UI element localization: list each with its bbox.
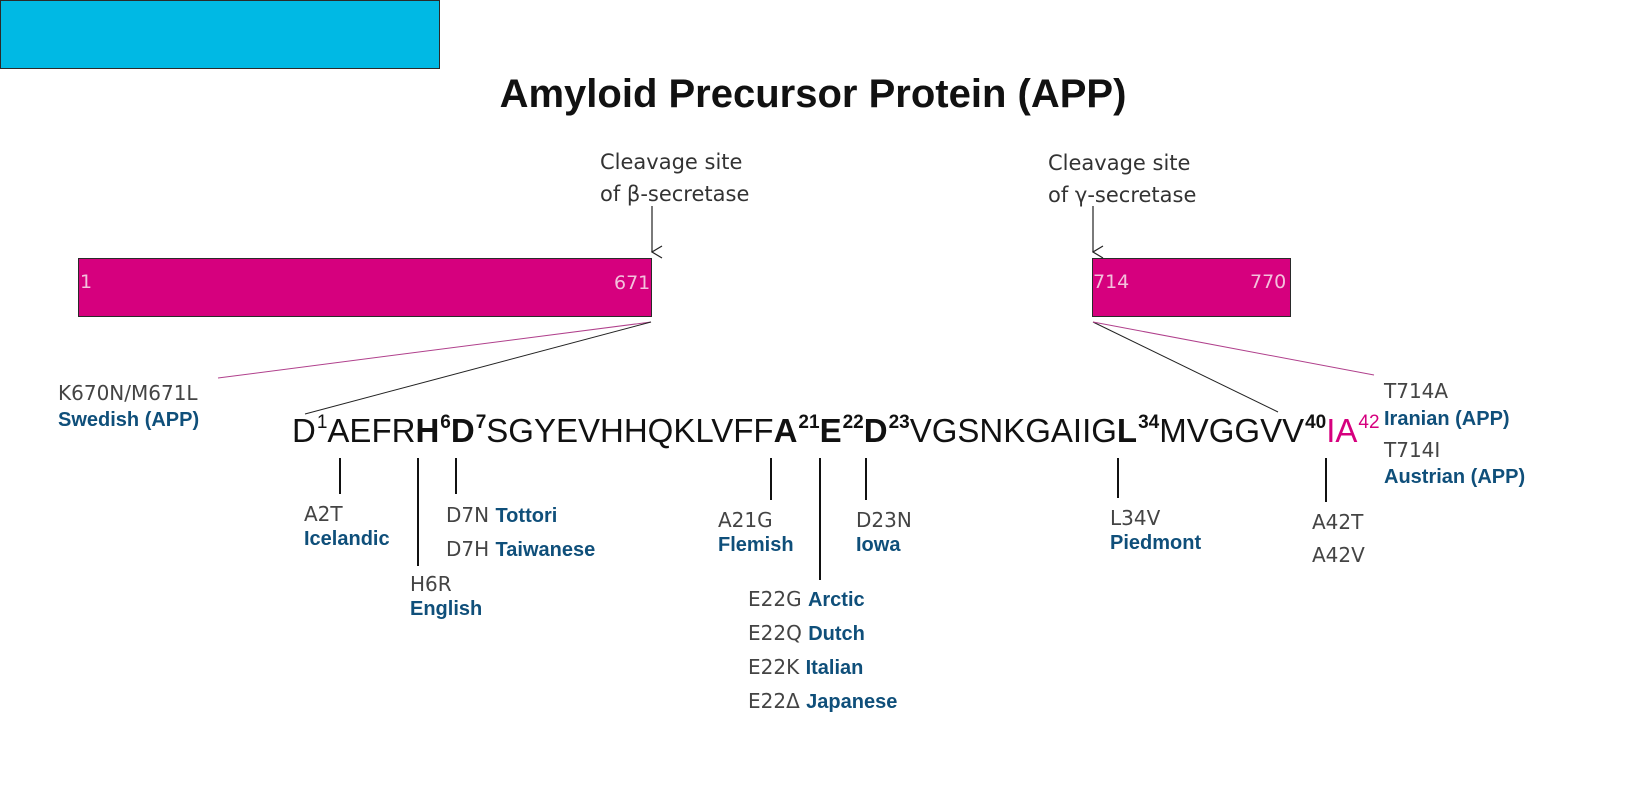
- residue-l34: L: [1116, 412, 1138, 449]
- residue-number-40: 40: [1305, 412, 1327, 433]
- mutation-code: E22Q: [748, 621, 802, 645]
- abeta-start-pointer-line: [304, 321, 652, 415]
- gamma-cleavage-label: Cleavage site of γ-secretase: [1048, 147, 1196, 211]
- mutation-name: Flemish: [718, 534, 794, 556]
- swedish-mutation: K670N/M671L Swedish (APP): [58, 380, 199, 434]
- app-segment-right: [1092, 258, 1291, 317]
- mutation-code: L34V: [1110, 506, 1161, 530]
- iowa-mutation: D23N Iowa: [856, 506, 912, 557]
- residue-number-21: 21: [798, 412, 820, 433]
- position-714: 714: [1093, 271, 1130, 293]
- mutation-name: Arctic: [807, 589, 865, 611]
- d7-mutations: D7N Tottori D7H Taiwanese: [446, 499, 595, 567]
- iranian-austrian-pointer-line: [1092, 321, 1375, 376]
- residue-d23: D: [863, 412, 888, 449]
- mutation-code: D7H: [446, 537, 490, 561]
- app-segment-left: [78, 258, 652, 317]
- residue-number-42: 42: [1358, 412, 1380, 433]
- position-671: 671: [614, 272, 651, 294]
- abeta-sequence: D1AEFRH6D7SGYEVHHQKLVFFA21E22D23VGSNKGAI…: [292, 412, 1380, 450]
- flemish-mutation: A21G Flemish: [718, 506, 794, 557]
- iranian-austrian-mutations: T714A Iranian (APP) T714I Austrian (APP): [1384, 378, 1525, 489]
- sequence-segment: VGSNKGAIIG: [909, 412, 1117, 449]
- mutation-code: E22G: [748, 587, 802, 611]
- mutation-name: Icelandic: [304, 528, 390, 550]
- sequence-segment: SGYEVHHQKLVFF: [486, 412, 774, 449]
- mutation-code: A42V: [1312, 543, 1365, 567]
- beta-cleavage-line2: of β-secretase: [600, 182, 750, 206]
- residue-number-1: 1: [316, 412, 328, 433]
- mutation-name: Iowa: [856, 534, 901, 556]
- position-770: 770: [1250, 271, 1287, 293]
- mutation-code: D7N: [446, 503, 490, 527]
- mutation-code: E22K: [748, 655, 800, 679]
- mutation-name: Taiwanese: [495, 539, 596, 561]
- swedish-pointer-line: [217, 321, 652, 379]
- residue-d7: D: [450, 412, 475, 449]
- japanese-mutation: E22Δ Japanese: [748, 685, 897, 719]
- mutation-code: E22Δ: [748, 689, 800, 713]
- residue-d1: D: [292, 412, 316, 449]
- residue-h6: H: [415, 412, 440, 449]
- mutation-code: D23N: [856, 508, 912, 532]
- abeta-label: Aβ: [794, 17, 832, 50]
- residue-number-7: 7: [475, 412, 487, 433]
- mutation-code: T714A: [1384, 379, 1449, 403]
- arctic-mutation: E22G Arctic: [748, 583, 897, 617]
- gamma-cleavage-line1: Cleavage site: [1048, 151, 1191, 175]
- mutation-name: Swedish (APP): [58, 409, 200, 431]
- mutation-name: Japanese: [806, 691, 898, 713]
- mutation-name: Austrian (APP): [1384, 466, 1526, 488]
- residue-a21: A: [773, 412, 798, 449]
- mutation-name: Iranian (APP): [1384, 408, 1510, 430]
- mutation-code: K670N/M671L: [58, 381, 198, 405]
- residue-number-22: 22: [842, 412, 864, 433]
- dutch-mutation: E22Q Dutch: [748, 617, 897, 651]
- abeta-end-pointer-line: [1092, 321, 1279, 413]
- e22-mutations: E22G Arctic E22Q Dutch E22K Italian E22Δ…: [748, 583, 897, 719]
- sequence-segment: MVGGVV: [1159, 412, 1305, 449]
- mutation-name: Piedmont: [1110, 532, 1202, 554]
- mutation-code: A2T: [304, 502, 343, 526]
- position-1: 1: [80, 271, 93, 293]
- sequence-segment: AEFR: [327, 412, 416, 449]
- gamma-cleavage-line2: of γ-secretase: [1048, 183, 1197, 207]
- mutation-code: A42T: [1312, 510, 1364, 534]
- residue-ia: IA: [1326, 412, 1358, 449]
- mutation-name: Tottori: [495, 505, 558, 527]
- residue-number-23: 23: [888, 412, 910, 433]
- icelandic-mutation: A2T Icelandic: [304, 500, 390, 551]
- a42-mutations: A42T A42V: [1312, 506, 1365, 572]
- mutation-code: T714I: [1384, 438, 1441, 462]
- english-mutation: H6R English: [410, 570, 482, 621]
- residue-e22: E: [819, 412, 842, 449]
- italian-mutation: E22K Italian: [748, 651, 897, 685]
- mutation-name: English: [410, 598, 483, 620]
- abeta-segment: Aβ: [0, 0, 832, 69]
- beta-cleavage-line1: Cleavage site: [600, 150, 743, 174]
- mutation-code: A21G: [718, 508, 773, 532]
- residue-number-34: 34: [1138, 412, 1160, 433]
- mutation-code: H6R: [410, 572, 452, 596]
- diagram-title: Amyloid Precursor Protein (APP): [499, 72, 1127, 116]
- piedmont-mutation: L34V Piedmont: [1110, 504, 1201, 555]
- mutation-name: Italian: [805, 657, 864, 679]
- taiwanese-mutation: D7H Taiwanese: [446, 533, 595, 567]
- tottori-mutation: D7N Tottori: [446, 499, 595, 533]
- residue-number-6: 6: [440, 412, 451, 433]
- beta-cleavage-label: Cleavage site of β-secretase: [600, 146, 749, 210]
- mutation-name: Dutch: [808, 623, 865, 645]
